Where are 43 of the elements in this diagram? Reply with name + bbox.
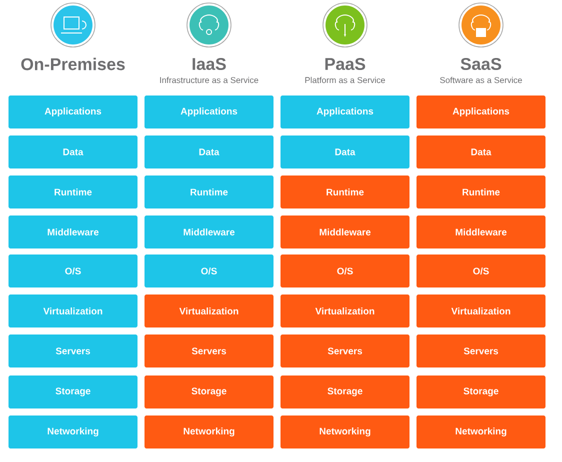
stack-layer-box: Virtualization xyxy=(280,294,410,328)
column-title: SaaS xyxy=(460,58,502,70)
stack-layer-box: Runtime xyxy=(416,175,546,208)
stack-layer-box: Virtualization xyxy=(8,294,138,328)
stack-layer-box: Middleware xyxy=(416,215,546,248)
stack-layer-box: Applications xyxy=(144,95,274,128)
stack-layer-box: Storage xyxy=(8,375,138,408)
stack-layer-box: Servers xyxy=(280,334,410,368)
stack-layer-box: Runtime xyxy=(8,175,138,208)
stack-layer-box: Data xyxy=(144,135,274,168)
stack-layer-box: Servers xyxy=(416,334,546,368)
column-title: IaaS xyxy=(192,58,226,70)
stack-layer-box: Middleware xyxy=(144,215,274,248)
stack-layer-box: Applications xyxy=(8,95,138,128)
stack-layer-box: Runtime xyxy=(280,175,410,208)
stack-layer-box: Middleware xyxy=(280,215,410,248)
stack-layer-box: Storage xyxy=(280,375,410,408)
column-title: On-Premises xyxy=(21,58,125,70)
stack-layer-box: Networking xyxy=(280,415,410,448)
stack-layer-box: O/S xyxy=(416,254,546,288)
stack-layer-box: Networking xyxy=(144,415,274,448)
stack-layer-box: Middleware xyxy=(8,215,138,248)
stack-layer-box: Servers xyxy=(144,334,274,368)
stack-layer-box: Networking xyxy=(8,415,138,448)
stack-layer-box: Virtualization xyxy=(416,294,546,328)
stack-layer-box: Storage xyxy=(144,375,274,408)
stack-layer-box: Servers xyxy=(8,334,138,368)
stack-layer-box: O/S xyxy=(8,254,138,288)
column-subtitle: Infrastructure as a Service xyxy=(160,76,258,84)
column-subtitle: Platform as a Service xyxy=(305,76,385,84)
stack-layer-box: Applications xyxy=(280,95,410,128)
stack-layer-box: Data xyxy=(8,135,138,168)
stack-layer-box: Data xyxy=(416,135,546,168)
stack-layer-box: O/S xyxy=(144,254,274,288)
stack-layer-box: Runtime xyxy=(144,175,274,208)
column-title: PaaS xyxy=(325,58,366,70)
stack-layer-box: Applications xyxy=(416,95,546,128)
stack-layer-box: Storage xyxy=(416,375,546,408)
column-subtitle: Software as a Service xyxy=(440,76,522,84)
stack-layer-box: Virtualization xyxy=(144,294,274,328)
stack-layer-box: Data xyxy=(280,135,410,168)
stack-layer-box: O/S xyxy=(280,254,410,288)
stack-layer-box: Networking xyxy=(416,415,546,448)
